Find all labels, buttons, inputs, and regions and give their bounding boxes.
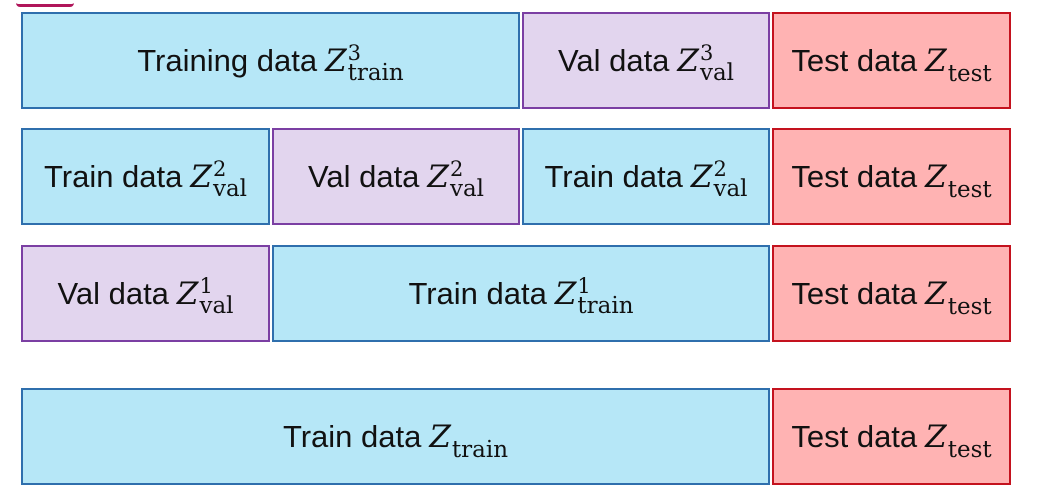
block-variable: Z [925,158,947,195]
row4-train-block: Train data Z train [21,388,770,485]
block-superscript: 1 [577,273,591,298]
block-superscript: 2 [212,156,227,181]
block-label: Train data [282,418,422,454]
block-label: Train data [408,275,547,311]
row2-test-block: Test data Z test [772,128,1011,225]
block-subscript: test [947,177,992,203]
header-accent-line [16,0,74,7]
block-label: Test data [791,42,918,78]
block-subscript: val [199,293,234,320]
block-subscript: val [212,176,248,203]
row3-test-block: Test data Z test [772,245,1011,342]
block-superscript: 2 [449,156,464,181]
block-variable: Z [325,42,347,79]
block-label: Val data [57,275,169,311]
block-subscript: train [347,60,404,87]
block-subscript: val [699,60,735,87]
block-subscript: test [947,294,992,320]
block-subscript: test [947,437,992,463]
block-label: Val data [307,158,420,194]
block-superscript: 3 [699,40,714,65]
block-variable: Z [690,158,713,195]
block-label: Train data [43,158,183,194]
block-superscript: 1 [199,273,213,298]
block-variable: Z [429,418,451,455]
row1-test-block: Test data Z test [772,12,1011,109]
block-subscript: train [577,293,634,320]
block-subscript: val [713,176,748,203]
block-label: Val data [557,42,670,78]
block-label: Train data [544,158,683,194]
block-variable: Z [554,275,577,312]
block-label: Test data [791,158,918,194]
block-variable: Z [190,158,212,195]
block-variable: Z [176,275,199,312]
block-subscript: train [451,437,509,463]
block-label: Training data [137,42,318,78]
block-label: Test data [791,418,918,454]
block-label: Test data [791,275,918,311]
block-variable: Z [925,418,947,455]
block-subscript: val [449,176,485,203]
block-subscript: test [947,61,992,87]
block-superscript: 2 [713,156,727,181]
block-variable: Z [925,275,947,312]
block-variable: Z [925,42,947,79]
row4-test-block: Test data Z test [772,388,1011,485]
block-superscript: 3 [347,40,361,65]
block-variable: Z [427,158,449,195]
block-variable: Z [677,42,699,79]
